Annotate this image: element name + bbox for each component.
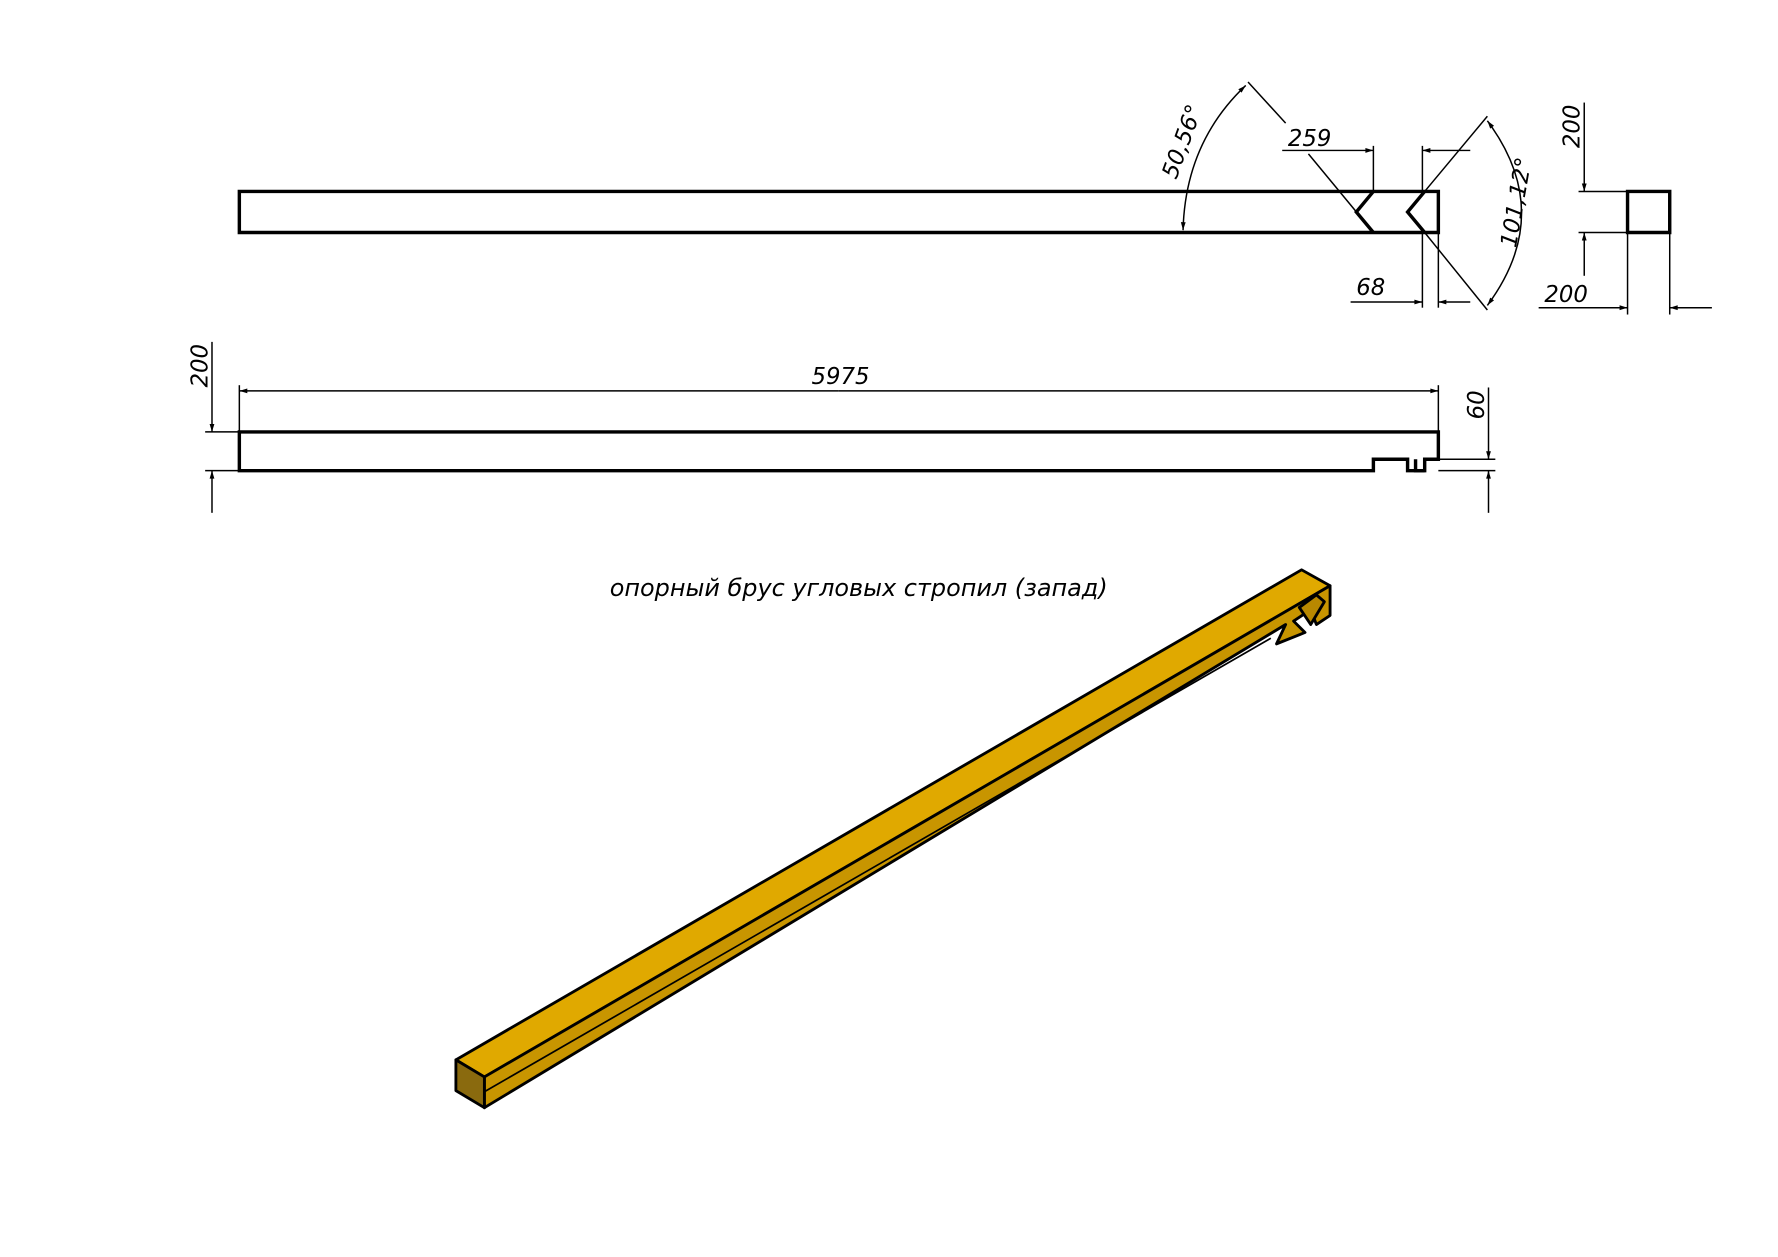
beam-side-face	[482, 584, 1332, 1110]
dim-259: 259	[1288, 126, 1331, 152]
beam-end-face	[454, 1058, 486, 1110]
caption: опорный брус угловых стропил (запад)	[610, 574, 1108, 602]
end-view: 200 200	[1538, 102, 1712, 315]
dim-section-height: 200	[1560, 105, 1586, 148]
dim-side-height: 200	[187, 344, 213, 387]
beam-top-face	[454, 568, 1332, 1079]
dim-notch-depth: 60	[1464, 390, 1490, 419]
dim-angle-101: 101,12°	[1496, 155, 1537, 249]
dim-angle-50: 50,56°	[1157, 101, 1208, 182]
beam-step-line	[483, 637, 1272, 1093]
dim-section-width: 200	[1544, 282, 1587, 308]
isometric-beam	[454, 568, 1332, 1110]
dim-68: 68	[1356, 275, 1385, 301]
dim-length: 5975	[811, 364, 869, 390]
front-view: 5975 200 60	[187, 341, 1496, 513]
top-view: 259 68 101,12° 50,56°	[237, 81, 1538, 311]
beam-notch	[1297, 593, 1326, 626]
